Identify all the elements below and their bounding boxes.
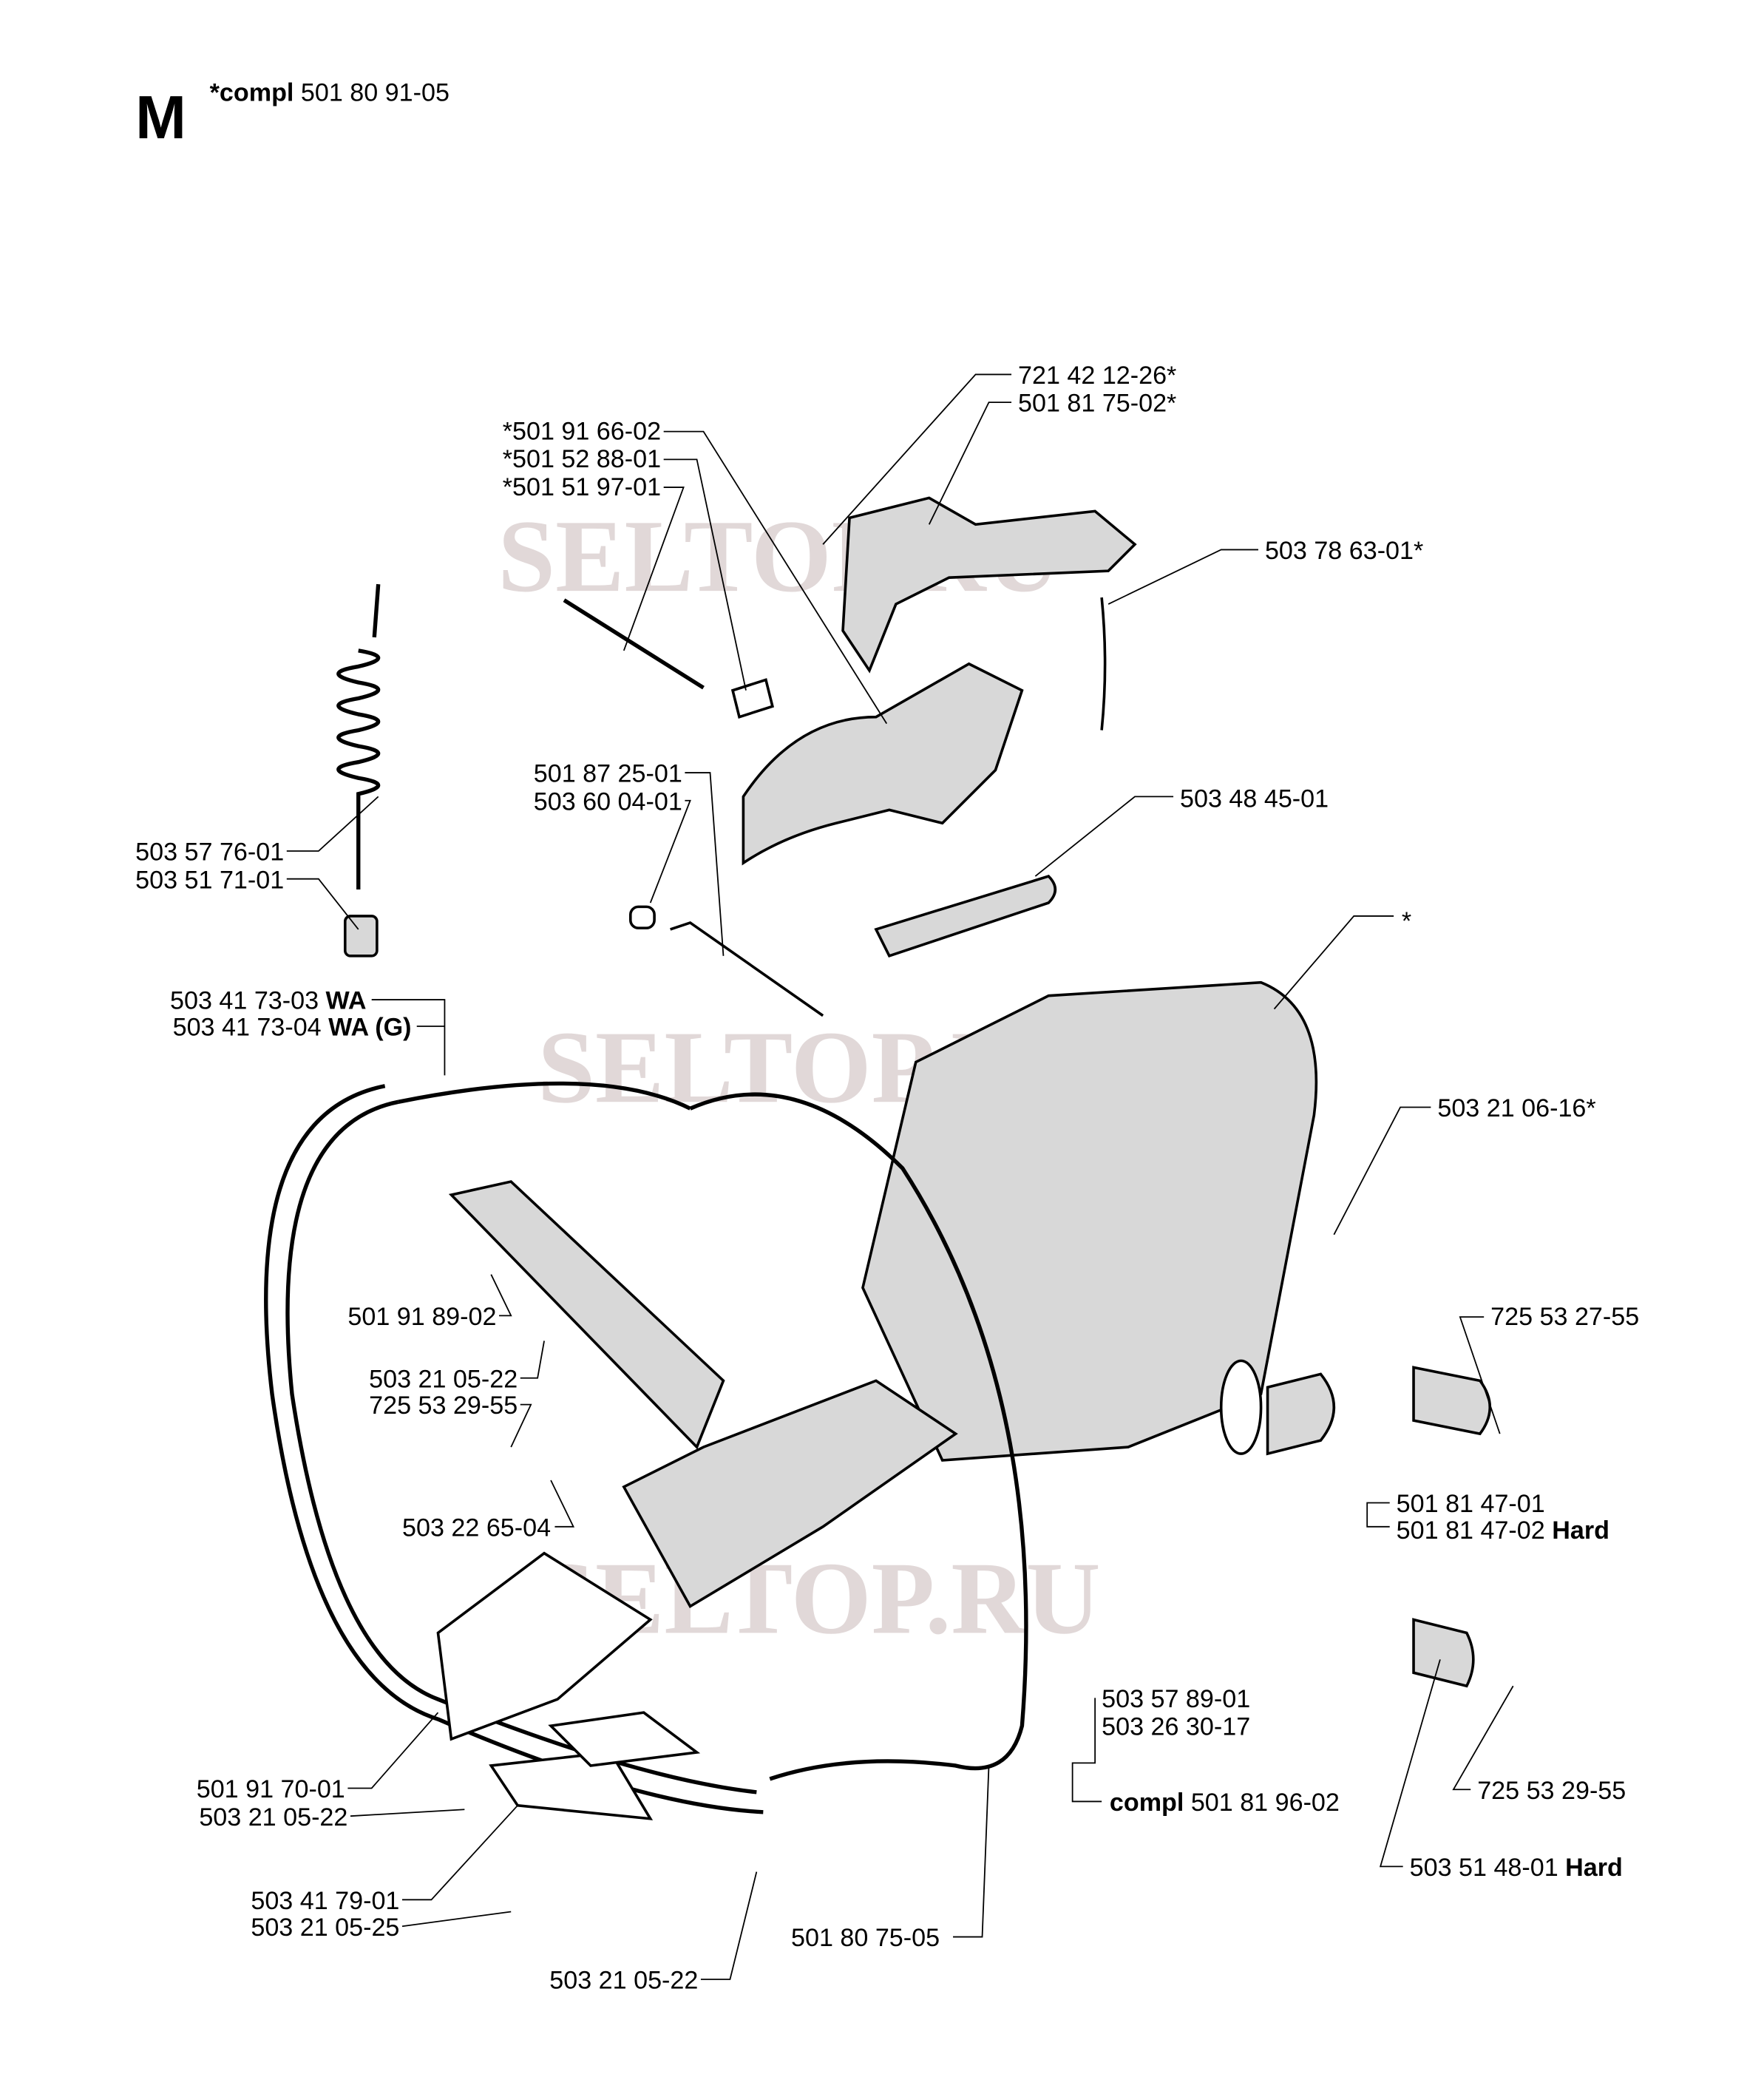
part-label: 721 42 12-26* [1018, 362, 1176, 390]
part-label: 501 80 75-05 [791, 1924, 940, 1952]
part-label: 501 81 75-02* [1018, 390, 1176, 418]
part-label: 725 53 29-55 [369, 1392, 518, 1420]
section-letter: M [135, 84, 186, 152]
part-label: 501 81 47-01 [1397, 1490, 1545, 1518]
part-label: * [1402, 907, 1411, 935]
leader-lines [286, 373, 1514, 1980]
part-label: 503 57 89-01 [1102, 1685, 1250, 1713]
part-label: 725 53 27-55 [1490, 1303, 1639, 1331]
part-label: 503 57 76-01 [135, 838, 284, 867]
part-label: 501 87 25-01 [534, 760, 682, 788]
part-label: *501 52 88-01 [503, 445, 661, 473]
part-label: 501 81 47-02 Hard [1397, 1516, 1609, 1545]
part-label: 503 48 45-01 [1180, 785, 1329, 813]
part-label: 503 78 63-01* [1265, 537, 1423, 565]
part-label: 503 41 73-04 WA (G) [173, 1014, 412, 1042]
part-label: 503 41 73-03 WA [170, 987, 366, 1015]
part-label: 503 21 06-16* [1437, 1094, 1595, 1122]
part-label: 503 21 05-22 [549, 1967, 698, 1995]
part-label: 503 21 05-25 [251, 1914, 399, 1942]
part-label: 503 26 30-17 [1102, 1713, 1250, 1741]
part-label: 503 60 04-01 [534, 787, 682, 816]
parts-drawing [264, 496, 1492, 1820]
part-labels: *501 91 66-02 *501 52 88-01 *501 51 97-0… [135, 362, 1639, 1995]
assembly-number: *compl 501 80 91-05 [210, 79, 450, 107]
part-label: *501 91 66-02 [503, 417, 661, 445]
part-label: compl 501 81 96-02 [1110, 1789, 1340, 1817]
part-label: 503 21 05-22 [199, 1803, 347, 1831]
part-label: 503 22 65-04 [402, 1514, 551, 1542]
part-label: 503 51 48-01 Hard [1410, 1854, 1623, 1882]
part-label: 503 41 79-01 [251, 1887, 399, 1915]
part-label: 503 21 05-22 [369, 1365, 518, 1393]
part-label: 503 51 71-01 [135, 866, 284, 894]
part-label: 501 91 70-01 [197, 1775, 345, 1803]
part-label: 501 91 89-02 [347, 1303, 496, 1331]
part-label: 725 53 29-55 [1477, 1777, 1626, 1805]
part-label: *501 51 97-01 [503, 473, 661, 501]
